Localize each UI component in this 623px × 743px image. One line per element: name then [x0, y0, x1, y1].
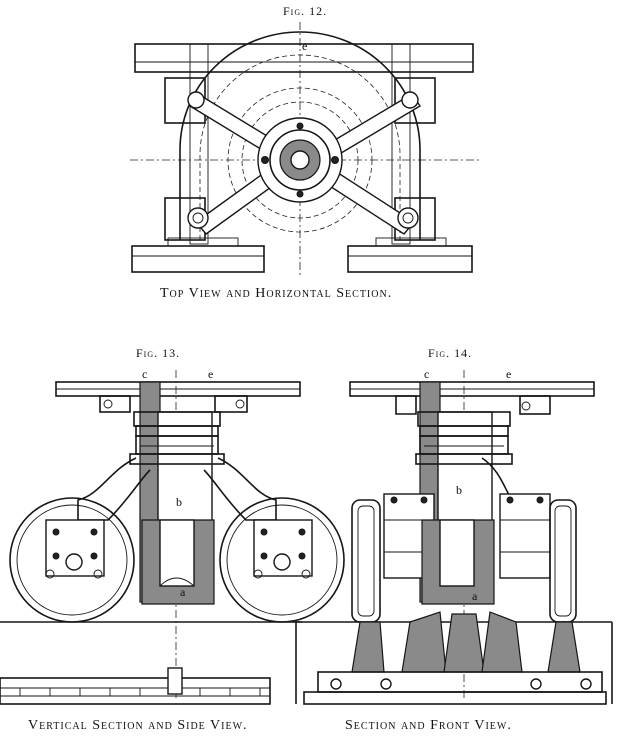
fig13-letter-b: b — [176, 495, 182, 509]
fig14-letter-e: e — [506, 367, 511, 381]
fig14-front-view: c e b a — [295, 367, 613, 705]
fig14-letter-b: b — [456, 483, 462, 497]
fig13-label: Fig. 13. — [136, 346, 181, 360]
fig12-caption: Top View and Horizontal Section. — [160, 286, 393, 301]
fig14-letter-c: c — [424, 367, 429, 381]
fig13-letter-c: c — [142, 367, 147, 381]
fig13-letter-e: e — [208, 367, 213, 381]
fig13-letter-a: a — [180, 585, 186, 599]
fig14-label: Fig. 14. — [428, 346, 473, 360]
fig14-letter-a: a — [472, 589, 478, 603]
fig13-side-view: c e b a — [0, 367, 345, 705]
fig13-caption: Vertical Section and Side View. — [28, 718, 248, 733]
fig12-top-view: e — [130, 22, 480, 275]
fig12-label: Fig. 12. — [283, 4, 328, 18]
fig12-letter-e: e — [302, 39, 307, 53]
fig14-caption: Section and Front View. — [345, 718, 512, 733]
